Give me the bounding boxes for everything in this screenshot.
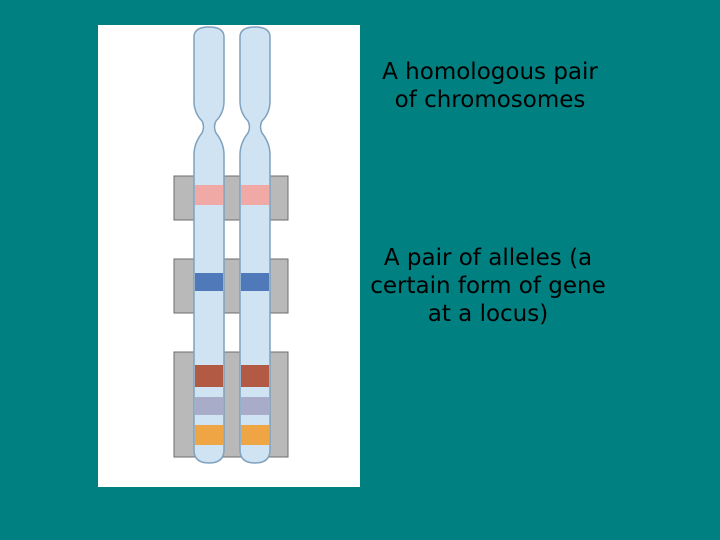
chromosome-diagram — [98, 25, 360, 487]
locus-bracket-2 — [173, 258, 289, 314]
chromosome-right — [239, 26, 271, 464]
chromosome-left — [193, 26, 225, 464]
locus-bracket-3 — [173, 351, 289, 458]
allele-band-pink-right — [241, 185, 269, 205]
allele-band-orange-right — [241, 425, 269, 445]
locus-bracket-1 — [173, 175, 289, 221]
chromosome-diagram-graphic — [173, 26, 289, 464]
allele-band-rust-left — [195, 365, 223, 387]
allele-band-gray-left — [195, 397, 223, 415]
caption-allele-pair: A pair of alleles (a certain form of gen… — [370, 245, 606, 327]
locus-brackets — [173, 175, 289, 458]
allele-band-gray-right — [241, 397, 269, 415]
allele-band-pink-left — [195, 185, 223, 205]
allele-band-rust-right — [241, 365, 269, 387]
allele-band-orange-left — [195, 425, 223, 445]
allele-band-blue-right — [241, 273, 269, 291]
caption-homologous-pair: A homologous pair of chromosomes — [382, 59, 598, 113]
allele-band-blue-left — [195, 273, 223, 291]
